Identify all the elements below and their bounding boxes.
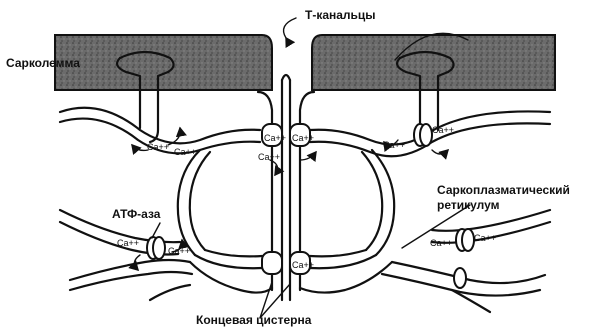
ca-label-right-upper-2: Ca++ <box>432 125 454 135</box>
terminal-cisternae <box>262 124 310 274</box>
ca-label-left-lower-2: Ca++ <box>168 246 190 256</box>
ca-label-center-right: Ca++ <box>292 133 314 143</box>
ca-label-left-upper: Ca++ <box>147 142 169 152</box>
atpase-label: АТФ-аза <box>112 207 160 221</box>
ca-label-right-lower-2: Ca++ <box>474 233 496 243</box>
sarcoplasmic-reticulum-label-line1: Саркоплазматический <box>437 183 570 197</box>
ca-label-right-upper: Ca++ <box>383 140 405 150</box>
sarcolemma-label: Сарколемма <box>6 56 80 70</box>
ca-label-left-upper-2: Ca++ <box>174 147 196 157</box>
sarcolemma-membrane <box>55 35 555 90</box>
ca-label-center-left: Ca++ <box>264 133 286 143</box>
ca-label-center-mid: Ca++ <box>258 152 280 162</box>
ca-label-right-lower: Ca++ <box>430 238 452 248</box>
ca-label-center-bottom: Ca++ <box>292 260 314 270</box>
t-tubules-label: Т-канальцы <box>305 8 376 22</box>
sarcoplasmic-reticulum-label-line2: ретикулум <box>437 198 499 212</box>
ca-label-left-lower: Ca++ <box>117 238 139 248</box>
terminal-cisterna-label: Концевая цистерна <box>196 313 311 327</box>
